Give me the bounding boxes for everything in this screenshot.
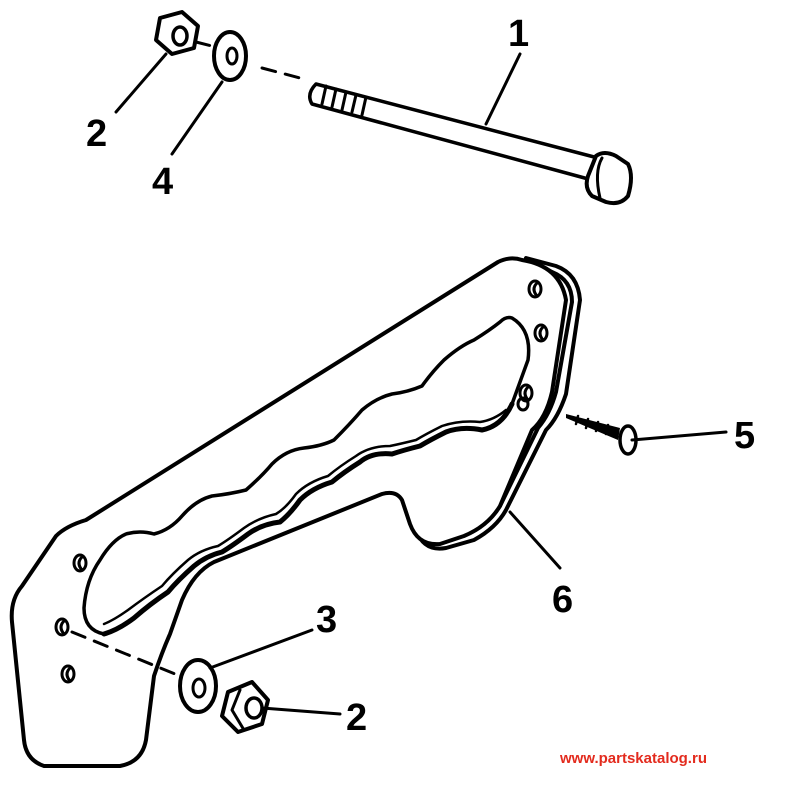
plate-hole <box>72 553 88 573</box>
nut-bottom <box>220 680 270 734</box>
callout-5: 5 <box>734 415 755 457</box>
plate-hole <box>54 617 70 637</box>
bracket-plate <box>9 256 582 768</box>
callout-3: 3 <box>316 599 337 641</box>
callout-2-bottom: 2 <box>346 697 367 739</box>
callout-6: 6 <box>552 579 573 621</box>
bolt <box>308 82 633 206</box>
plate-hole <box>527 279 543 299</box>
leader-2-top <box>114 52 168 114</box>
leader-2-bottom <box>260 706 342 716</box>
washer-top <box>212 30 248 82</box>
callout-2-top: 2 <box>86 113 107 155</box>
plate-hole <box>60 664 76 684</box>
leader-1 <box>484 52 522 126</box>
leader-3 <box>208 628 314 670</box>
watermark-text: www.partskatalog.ru <box>559 750 707 767</box>
nut-top <box>154 10 200 56</box>
callout-1: 1 <box>508 13 529 55</box>
plate-hole <box>516 396 530 412</box>
callout-4: 4 <box>152 161 173 203</box>
leader-6 <box>508 510 562 570</box>
screw <box>566 414 638 456</box>
washer-bottom <box>178 658 218 714</box>
leader-4 <box>170 80 224 156</box>
plate-hole <box>533 323 549 343</box>
leader-5 <box>630 430 728 442</box>
leader-lines <box>114 52 728 716</box>
